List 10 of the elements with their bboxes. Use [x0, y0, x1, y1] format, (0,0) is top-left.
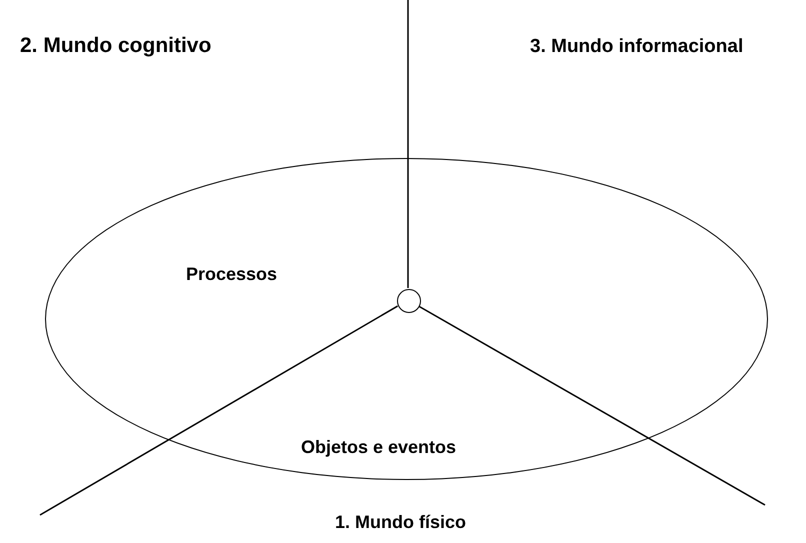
world-label: 2. Mundo cognitivo [20, 34, 212, 58]
divider-line [40, 305, 398, 516]
world-label: 1. Mundo físico [335, 512, 466, 533]
divider-line [418, 305, 766, 506]
ellipse-region [45, 158, 768, 480]
region-label: Processos [186, 264, 278, 285]
world-label: 3. Mundo informacional [530, 36, 744, 58]
divider-line [407, 0, 409, 288]
region-label: Objetos e eventos [301, 437, 456, 458]
center-circle [397, 289, 421, 313]
